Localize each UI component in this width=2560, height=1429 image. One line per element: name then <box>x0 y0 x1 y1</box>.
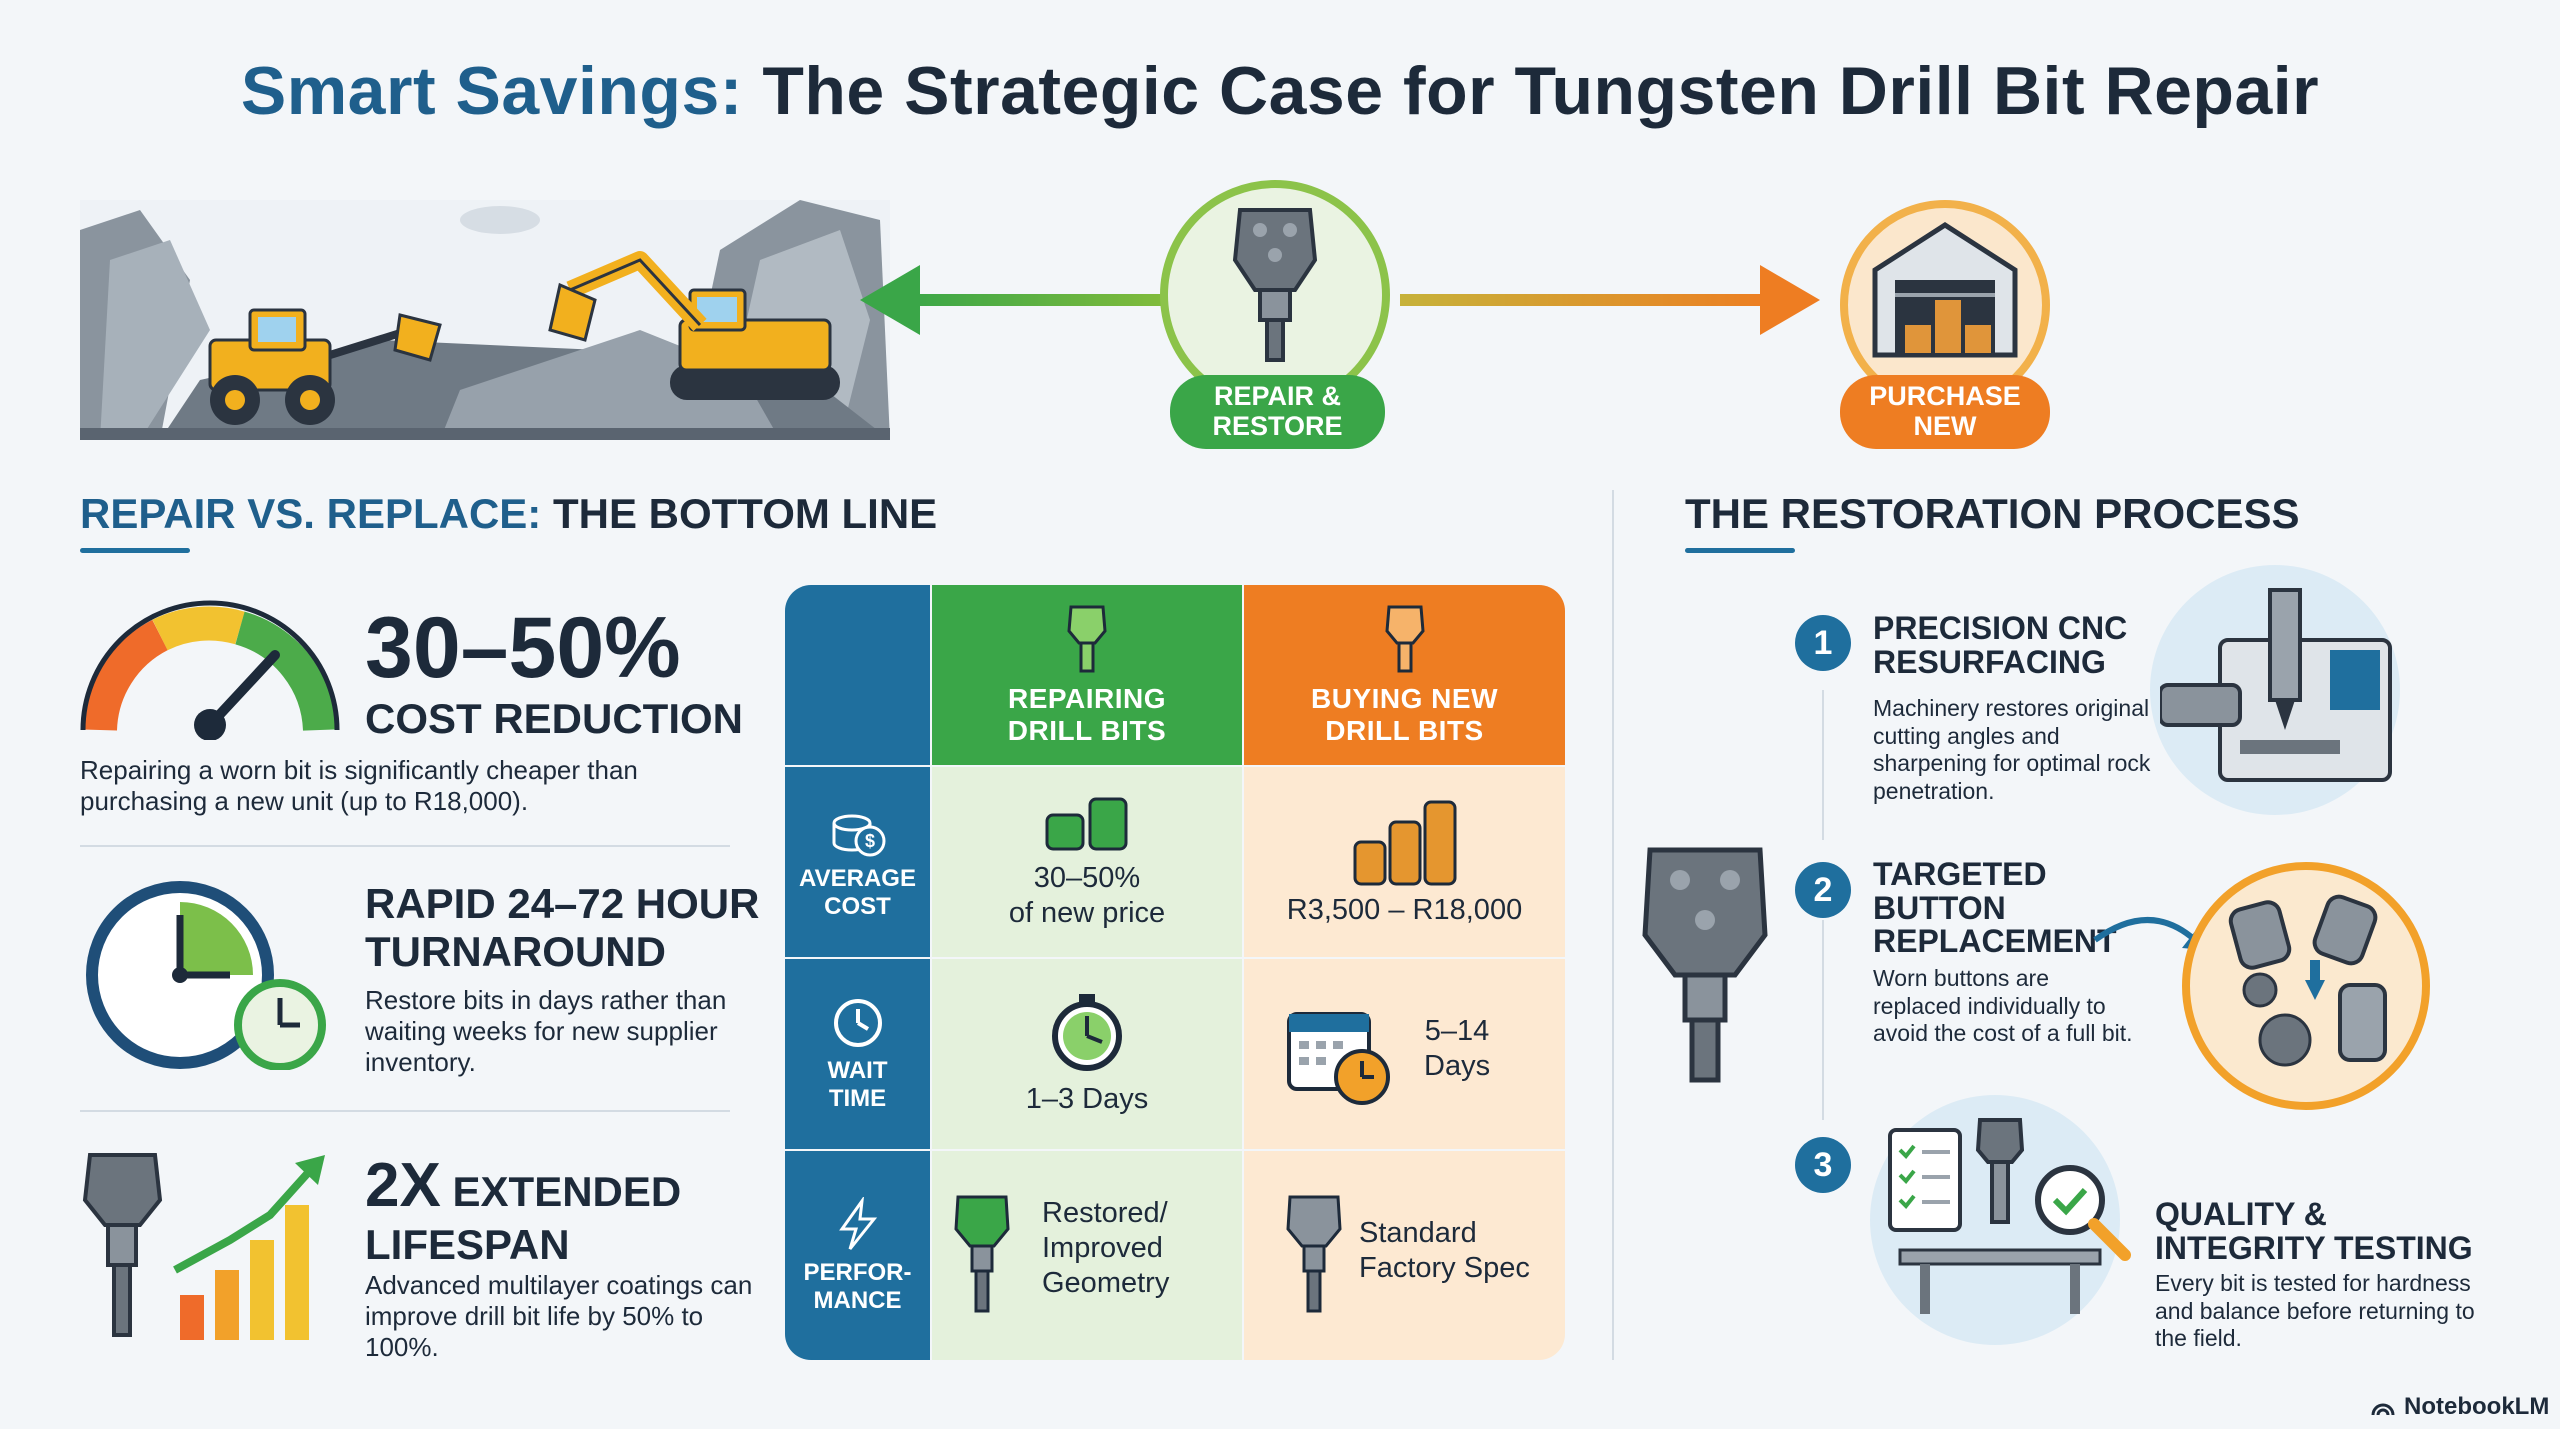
right-section-title: THE RESTORATION PROCESS <box>1685 490 2300 537</box>
decision-arrows <box>860 265 1820 335</box>
warehouse-icon <box>1872 222 2018 358</box>
step-connector <box>1822 690 1824 840</box>
comparison-table: REPAIRING DRILL BITS BUYING NEW DRILL BI… <box>785 585 1565 1360</box>
step-1-text: Machinery restores original cutting angl… <box>1873 695 2151 804</box>
cell-repair-wait-text: 1–3 Days <box>1025 1082 1149 1115</box>
green-coin-stack-icon <box>1045 797 1128 851</box>
left-section-title-rest: THE BOTTOM LINE <box>552 490 938 537</box>
right-section-underline <box>1685 548 1795 553</box>
grey-drill-bit-icon <box>1286 1195 1342 1313</box>
table-header-new-label: BUYING NEW DRILL BITS <box>1311 682 1498 746</box>
lifespan-text: Advanced multilayer coatings can improve… <box>365 1270 753 1363</box>
cell-new-wait: 5–14 Days <box>1244 959 1565 1149</box>
title-main: The Strategic Case for Tungsten Drill Bi… <box>762 53 2320 129</box>
table-header-new: BUYING NEW DRILL BITS <box>1244 585 1565 765</box>
lightning-icon <box>838 1196 877 1250</box>
step-2-heading: TARGETED BUTTON REPLACEMENT <box>1873 856 2117 960</box>
cell-repair-cost: 30–50% of new price <box>932 767 1242 957</box>
cost-reduction-heading: COST REDUCTION <box>365 695 743 742</box>
cell-repair-wait: 1–3 Days <box>932 959 1242 1149</box>
table-header-repair-label: REPAIRING DRILL BITS <box>1007 682 1167 746</box>
cell-new-wait-text: 5–14 Days <box>1424 1015 1491 1082</box>
row-label-cost-text: AVERAGE COST <box>799 865 916 920</box>
wheel-loader-icon <box>208 308 442 425</box>
quarry-scene-illustration <box>80 200 890 440</box>
cost-reduction-text: Repairing a worn bit is significantly ch… <box>80 755 638 817</box>
step-3-number: 3 <box>1795 1137 1851 1193</box>
step-3-text: Every bit is tested for hardness and bal… <box>2155 1270 2475 1352</box>
gauge-icon <box>80 600 340 740</box>
notebooklm-logo-icon <box>2371 1403 2395 1416</box>
step-2-text: Worn buttons are replaced individually t… <box>1873 965 2133 1047</box>
quality-testing-icon <box>1888 1118 2131 1314</box>
stopwatch-icon <box>1052 993 1122 1071</box>
cell-repair-performance-text: Restored/ Improved Geometry <box>1042 1197 1170 1299</box>
lifespan-label: EXTENDED LIFESPAN <box>365 1168 682 1269</box>
svg-text:$: $ <box>864 831 874 851</box>
row-label-wait-text: WAIT TIME <box>827 1057 888 1112</box>
lifespan-growth-icon <box>82 1153 325 1340</box>
excavator-icon <box>548 251 840 400</box>
clock-icon <box>86 881 326 1070</box>
row-label-performance: PERFOR- MANCE <box>785 1151 930 1360</box>
lifespan-multiplier: 2X <box>365 1151 441 1220</box>
gold-coin-stack-icon <box>1353 800 1456 886</box>
coins-dollar-icon: $ <box>832 814 885 857</box>
cost-reduction-figure: 30–50% <box>365 600 681 696</box>
left-section-title: REPAIR VS. REPLACE: THE BOTTOM LINE <box>80 490 937 538</box>
cell-new-cost-text: R3,500 – R18,000 <box>1286 893 1523 926</box>
timer-icon <box>833 999 882 1048</box>
step-connector <box>1822 920 1824 1120</box>
notebooklm-label: NotebookLM <box>2404 1393 2550 1420</box>
turnaround-text: Restore bits in days rather than waiting… <box>365 985 727 1078</box>
carbide-buttons-icon <box>2228 894 2387 1067</box>
drill-bit-icon <box>1384 605 1425 673</box>
stat-divider <box>80 1110 730 1112</box>
cell-new-cost: R3,500 – R18,000 <box>1244 767 1565 957</box>
purchase-new-badge: PURCHASE NEW <box>1840 375 2050 449</box>
table-header-repair: REPAIRING DRILL BITS <box>932 585 1242 765</box>
worn-drill-bit-icon <box>1642 847 1768 1083</box>
step-1-number: 1 <box>1795 615 1851 671</box>
step-1-heading: PRECISION CNC RESURFACING <box>1873 610 2128 680</box>
cell-new-performance: Standard Factory Spec <box>1244 1151 1565 1360</box>
notebooklm-watermark: NotebookLM <box>2370 1393 2549 1421</box>
left-section-title-highlight: REPAIR VS. REPLACE: <box>80 490 542 537</box>
row-label-performance-text: PERFOR- MANCE <box>803 1258 912 1314</box>
stat-divider <box>80 845 730 847</box>
drill-bit-icon <box>1232 208 1318 362</box>
left-section-underline <box>80 548 190 553</box>
turnaround-heading: RAPID 24–72 HOUR TURNAROUND <box>365 880 760 976</box>
lifespan-heading: 2X EXTENDED LIFESPAN <box>365 1150 765 1270</box>
row-label-cost: $ AVERAGE COST <box>785 767 930 957</box>
calendar-clock-icon <box>1287 1012 1390 1105</box>
repair-restore-badge: REPAIR & RESTORE <box>1170 375 1385 449</box>
cnc-machine-icon <box>2160 588 2392 782</box>
button-replacement-circle <box>2182 862 2430 1110</box>
section-divider <box>1612 490 1614 1360</box>
green-drill-bit-icon <box>954 1195 1010 1313</box>
page-title: Smart Savings: The Strategic Case for Tu… <box>0 52 2560 130</box>
cell-new-performance-text: Standard Factory Spec <box>1359 1217 1530 1284</box>
table-corner <box>785 585 930 765</box>
step-3-heading: QUALITY & INTEGRITY TESTING <box>2155 1196 2473 1266</box>
step-2-number: 2 <box>1795 862 1851 918</box>
title-highlight: Smart Savings: <box>240 53 743 129</box>
cell-repair-cost-text: 30–50% of new price <box>1008 862 1166 929</box>
drill-bit-icon <box>1067 605 1107 673</box>
row-label-wait: WAIT TIME <box>785 959 930 1149</box>
cell-repair-performance: Restored/ Improved Geometry <box>932 1151 1242 1360</box>
